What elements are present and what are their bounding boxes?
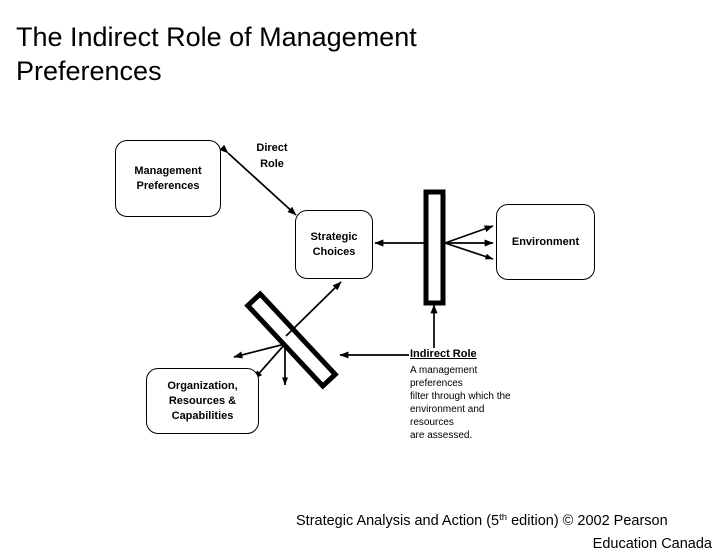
indirect-role-heading: Indirect Role: [410, 348, 477, 360]
node-organization[interactable]: Organization, Resources & Capabilities: [146, 368, 259, 434]
footer-edition-superscript: th: [499, 512, 508, 523]
slide-canvas: The Indirect Role of Management Preferen…: [16, 22, 712, 552]
connector-tilted-filter-to-choices: [285, 281, 342, 337]
label-direct-role: Direct Role: [256, 142, 288, 170]
node-strategic-choices[interactable]: Strategic Choices: [295, 210, 373, 279]
page-title: The Indirect Role of Management Preferen…: [16, 22, 417, 86]
vertical-filter-bar: [423, 189, 446, 306]
node-environment[interactable]: Environment: [496, 204, 595, 280]
node-management-preferences[interactable]: Management Preferences: [115, 140, 221, 217]
footer-line-1: Strategic Analysis and Action (5th editi…: [296, 506, 716, 533]
indirect-role-body: A management preferences filter through …: [410, 365, 511, 441]
connector-filter-to-environment-fan: [444, 225, 494, 260]
footer-text-before-superscript: Strategic Analysis and Action (5: [296, 513, 500, 529]
footer-line-2: Education Canada: [592, 536, 712, 552]
footer-text-after-superscript: edition) © 2002 Pearson: [507, 513, 668, 529]
footer-attribution: Strategic Analysis and Action (5th editi…: [296, 506, 716, 556]
indirect-role-note: Indirect Role A management preferences f…: [410, 347, 560, 442]
tilted-filter-bar: [244, 290, 339, 390]
